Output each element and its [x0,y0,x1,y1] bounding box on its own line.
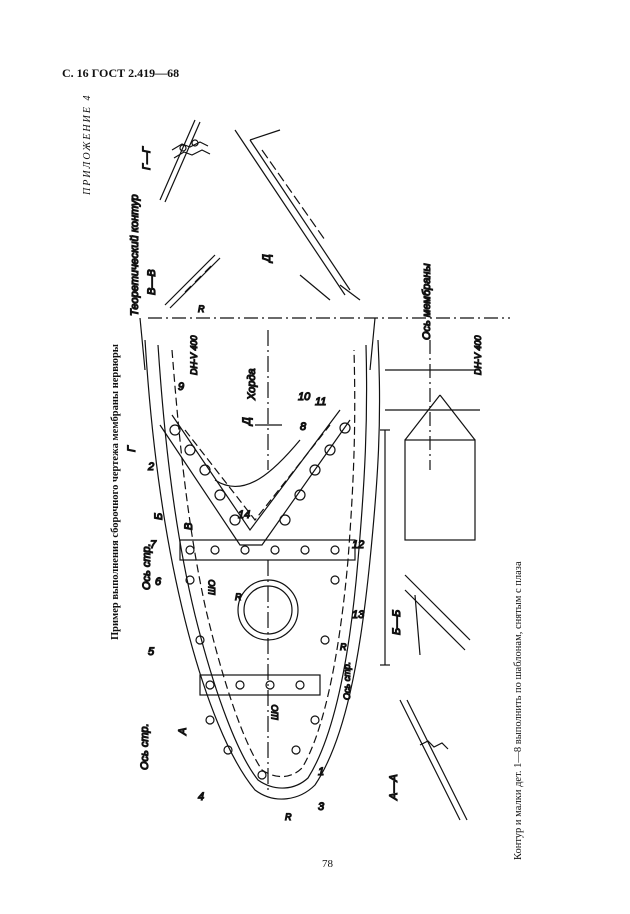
label-pos-11: 11 [315,396,326,408]
membrane-outline [144,339,381,800]
rivet-pattern [169,422,351,780]
label-mark-v: В [183,523,195,530]
section-aa-view [399,699,468,821]
label-pos-10: 10 [298,391,311,403]
section-gg-view [159,119,211,203]
label-sho-1: ШО [207,580,217,595]
label-pos-3: 3 [318,801,325,813]
rib-lower [199,674,321,696]
label-pos-12: 12 [352,539,364,551]
label-pos-13: 13 [352,609,365,621]
membrane-axis-section [385,340,480,541]
label-pos-4: 4 [198,791,204,803]
label-pos-8: 8 [300,421,307,433]
label-view-d-arrow: Д [241,417,253,427]
label-dn-1: DH-V 400 [189,335,199,375]
label-r-2: R [340,642,347,652]
label-theoretical-contour: Теоретический контур [129,194,141,316]
label-pos-5: 5 [148,646,155,658]
label-mark-a: А [177,728,189,736]
label-r-1: R [235,592,242,602]
label-section-bb: Б—Б [391,610,403,635]
label-dn-2: DH-V 400 [473,335,483,375]
label-stringer-axis-3: Ось стр. [342,662,352,700]
label-view-d: Д [261,254,273,264]
label-pos-9: 9 [178,381,184,393]
label-section-vv: В—В [146,269,158,295]
label-pos-14: 14 [238,509,250,521]
view-d [234,129,361,301]
label-stringer-axis-1: Ось стр. [141,543,153,590]
label-r-3: R [198,304,205,314]
label-membrane-axis: Ось мембраны [421,263,433,340]
v-struts [159,409,351,546]
rib-upper [179,539,356,561]
label-mark-b: Б [153,513,165,520]
label-section-aa: А—А [388,774,400,801]
label-pos-1: 1 [318,766,324,778]
label-pos-7: 7 [150,539,157,551]
label-sho-2: ШО [270,705,280,720]
label-stringer-axis-2: Ось стр. [139,723,151,770]
label-r-4: R [285,812,292,822]
label-chord: Хорда [246,368,258,401]
label-pos-2: 2 [147,461,154,473]
page-header: С. 16 ГОСТ 2.419—68 [62,66,180,80]
section-vv-view [164,254,221,309]
page-number: 78 [322,858,333,870]
label-pos-6: 6 [155,576,162,588]
section-bb-view [404,574,471,656]
label-mark-g: Г [126,445,138,452]
label-section-gg: Г—Г [141,146,153,170]
